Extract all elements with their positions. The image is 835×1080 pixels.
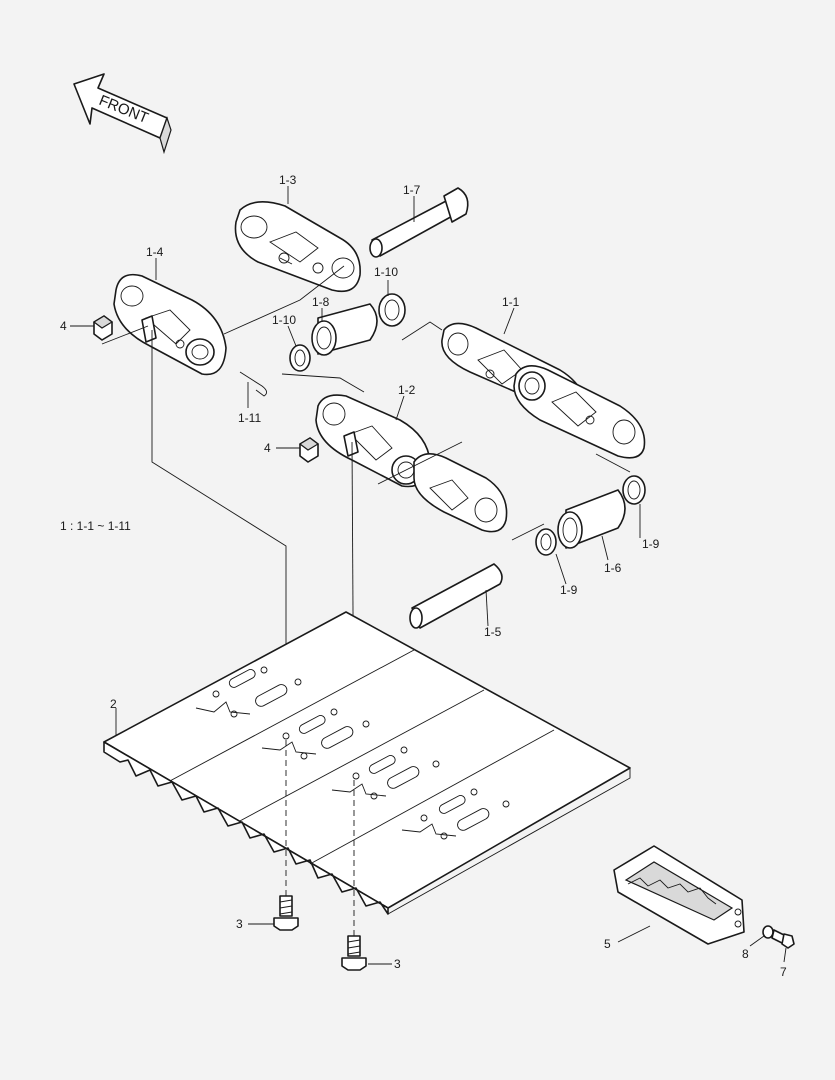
callout-1-10-lower: 1-10 <box>272 313 296 327</box>
callout-1-9-right: 1-9 <box>642 537 660 551</box>
callout-leaders <box>70 186 787 965</box>
callout-1-4: 1-4 <box>146 245 164 259</box>
assembly-note: 1 : 1-1 ~ 1-11 <box>60 519 131 533</box>
callout-1-10-upper: 1-10 <box>374 265 398 279</box>
callout-1-5: 1-5 <box>484 625 502 639</box>
bolt-part-3-right <box>341 935 367 971</box>
seal-part-1-10-right <box>378 293 406 327</box>
link-part-1-1 <box>441 322 646 459</box>
seal-part-1-9-left <box>535 528 557 556</box>
callout-3-right: 3 <box>394 957 401 971</box>
front-arrow-icon: FRONT <box>73 73 172 155</box>
callout-8: 8 <box>742 947 749 961</box>
callout-7: 7 <box>780 965 787 979</box>
pin-part-1-7 <box>369 187 469 258</box>
callout-3-left: 3 <box>236 917 243 931</box>
callout-1-2: 1-2 <box>398 383 416 397</box>
bushing-part-1-8 <box>311 303 378 356</box>
pin-part-1-5 <box>409 563 503 629</box>
washer-part-8 <box>762 925 774 939</box>
seal-part-1-9-right <box>622 475 646 505</box>
link-part-1-4 <box>113 273 227 376</box>
nut-part-4-left <box>92 315 114 341</box>
bolt-part-3-left <box>273 895 299 931</box>
link-part-1-3 <box>234 201 361 293</box>
callout-4-middle: 4 <box>264 441 271 455</box>
callout-1-9-left: 1-9 <box>560 583 578 597</box>
callout-1-7: 1-7 <box>403 183 421 197</box>
callout-1-11: 1-11 <box>238 411 261 425</box>
split-pin-part-1-11 <box>239 371 267 397</box>
callout-4-upper: 4 <box>60 319 67 333</box>
bolt-part-7 <box>771 929 795 949</box>
step-part-5 <box>613 845 745 945</box>
nut-part-4-middle <box>298 437 320 463</box>
callout-2: 2 <box>110 697 117 711</box>
callout-5: 5 <box>604 937 611 951</box>
track-shoe-part-2 <box>103 611 631 915</box>
callout-1-8: 1-8 <box>312 295 330 309</box>
seal-part-1-10-left <box>289 344 311 372</box>
callout-1-3: 1-3 <box>279 173 297 187</box>
callout-1-6: 1-6 <box>604 561 622 575</box>
link-part-1-2 <box>315 394 508 533</box>
callout-1-1: 1-1 <box>502 295 520 309</box>
bushing-part-1-6 <box>557 489 626 549</box>
